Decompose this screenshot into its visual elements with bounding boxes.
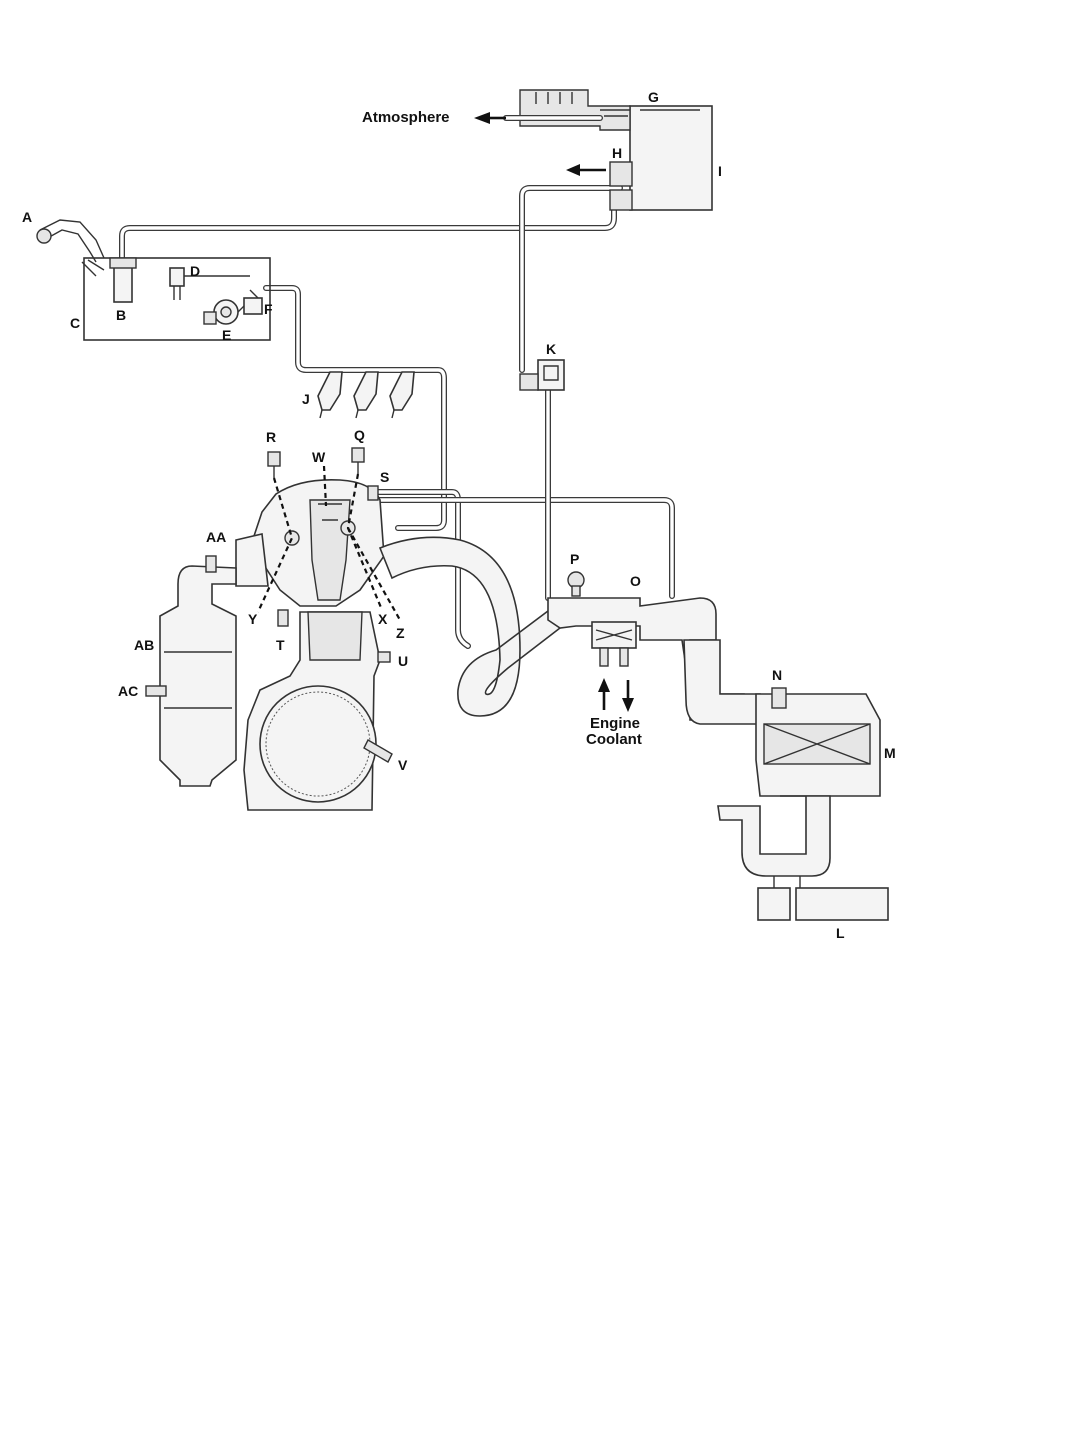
resonator-left xyxy=(758,888,790,920)
coolant-arrows xyxy=(598,678,634,712)
intake-runner xyxy=(380,537,560,716)
label-h: H xyxy=(612,145,622,161)
sensor-s xyxy=(368,486,378,500)
intake-duct xyxy=(684,640,760,724)
coolant-in-arrow-icon xyxy=(598,678,610,692)
camshaft-left xyxy=(285,531,299,545)
sensor-aa-body xyxy=(206,556,216,572)
label-q: Q xyxy=(354,427,365,443)
label-s: S xyxy=(380,469,389,485)
label-l: L xyxy=(836,925,845,941)
label-j: J xyxy=(302,391,310,407)
air-intake-snorkel-l xyxy=(718,796,888,920)
sensor-r xyxy=(268,452,280,466)
label-d: D xyxy=(190,263,200,279)
label-o: O xyxy=(630,573,641,589)
injector-1 xyxy=(318,372,342,418)
engine-block xyxy=(244,612,380,810)
engine-cylinder-head xyxy=(236,480,384,606)
label-m: M xyxy=(884,745,896,761)
resonator-right xyxy=(796,888,888,920)
atmosphere-label: Atmosphere xyxy=(362,109,450,126)
injector-2 xyxy=(354,372,378,418)
label-ac: AC xyxy=(118,683,138,699)
sensor-q xyxy=(352,448,364,462)
label-f: F xyxy=(264,301,273,317)
sensor-t xyxy=(278,610,288,626)
coolant-out-arrow-icon xyxy=(622,698,634,712)
purge-valve-body xyxy=(538,360,564,390)
canister-vent-valve xyxy=(610,162,632,186)
label-b: B xyxy=(116,307,126,323)
catalytic-converter-ab xyxy=(146,556,236,786)
engine-label: Engine xyxy=(590,715,640,732)
label-n: N xyxy=(772,667,782,683)
vent-arrow-icon xyxy=(566,164,580,176)
label-e: E xyxy=(222,327,231,343)
air-filter-box-m xyxy=(756,688,880,796)
atmosphere-arrow-icon xyxy=(474,112,490,124)
label-r: R xyxy=(266,429,276,445)
label-z: Z xyxy=(396,625,405,641)
purge-valve-k xyxy=(520,360,564,390)
label-w: W xyxy=(312,449,326,465)
coolant-label: Coolant xyxy=(586,731,642,748)
label-a: A xyxy=(22,209,32,225)
label-y: Y xyxy=(248,611,258,627)
canister-port xyxy=(610,190,632,210)
label-ab: AB xyxy=(134,637,154,653)
component-f xyxy=(244,298,262,314)
valve-d xyxy=(170,268,184,286)
label-aa: AA xyxy=(206,529,226,545)
fuel-injectors xyxy=(318,372,414,418)
label-g: G xyxy=(648,89,659,105)
filler-cap xyxy=(37,229,51,243)
label-i: I xyxy=(718,163,722,179)
injector-3 xyxy=(390,372,414,418)
label-t: T xyxy=(276,637,285,653)
sensor-u xyxy=(378,652,390,662)
sensor-ac-body xyxy=(146,686,166,696)
label-p: P xyxy=(570,551,579,567)
label-c: C xyxy=(70,315,80,331)
flywheel xyxy=(260,686,376,802)
label-v: V xyxy=(398,757,408,773)
label-u: U xyxy=(398,653,408,669)
sensor-n-body xyxy=(772,688,786,708)
evap-canister-assembly xyxy=(474,90,712,210)
label-x: X xyxy=(378,611,388,627)
exhaust-flange xyxy=(236,534,268,586)
label-k: K xyxy=(546,341,556,357)
evap-canister xyxy=(630,106,712,210)
